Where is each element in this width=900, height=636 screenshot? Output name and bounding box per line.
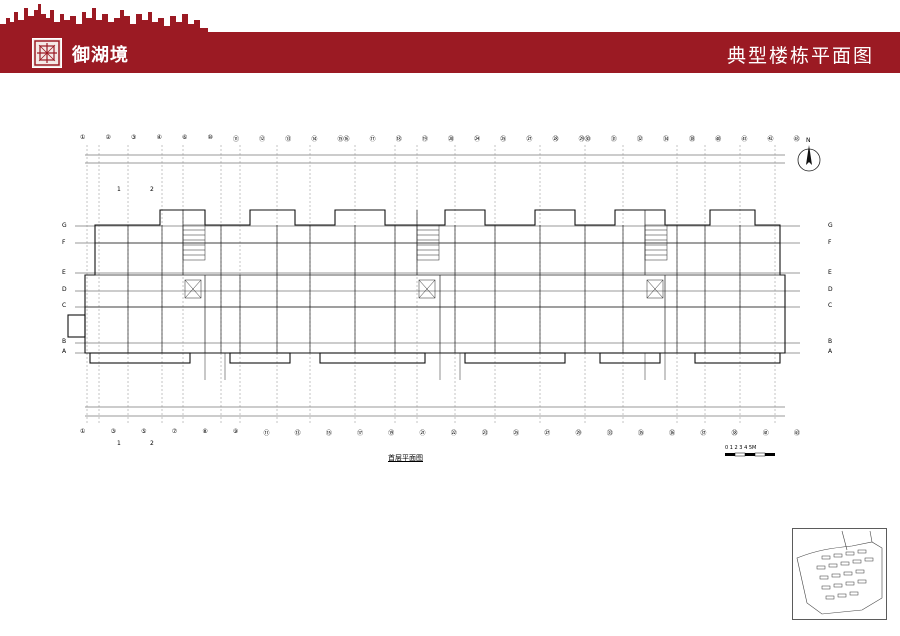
row-label: B xyxy=(828,338,833,345)
row-label: B xyxy=(62,338,67,345)
axis-label: ㉗ xyxy=(544,430,551,437)
axis-label: ① xyxy=(80,428,86,435)
axis-label: ⑨ xyxy=(232,428,239,435)
axis-label: ㉘ xyxy=(552,136,559,143)
axis-label: ④ xyxy=(156,134,162,141)
axis-label: ⑫ xyxy=(259,136,266,143)
site-keymap-icon xyxy=(792,528,887,620)
row-label: D xyxy=(828,286,833,293)
row-label: G xyxy=(62,222,67,229)
axis-label: ⑪ xyxy=(263,430,270,437)
axis-label: ㊷ xyxy=(767,136,774,143)
header-banner xyxy=(0,33,900,73)
axis-label: ㉕ xyxy=(500,136,507,143)
axis-label: ⑤ xyxy=(141,428,147,435)
page-title: 典型楼栋平面图 xyxy=(726,45,874,67)
axis-label: ⑬ xyxy=(294,430,301,437)
axis-label: ㊱ xyxy=(669,430,676,437)
axis-label: ㉒ xyxy=(450,430,457,437)
section-mark-top-1: 1 xyxy=(117,186,121,193)
brand-name: 御湖境 xyxy=(72,45,129,66)
row-label: C xyxy=(62,302,67,309)
axis-label: ㊶ xyxy=(762,430,769,437)
top-axis-labels: ① ② ③ ④ ⑥ ⑩ ⑪ ⑫ ⑬ ⑭ ⑮⑯ ⑰ ⑱ ⑲ ⑳ ㉔ ㉕ ㉗ ㉘ ㉙… xyxy=(80,134,800,146)
axis-label: ⑱ xyxy=(395,136,402,143)
axis-label: ㉕ xyxy=(513,430,520,437)
axis-label: ③ xyxy=(131,134,137,141)
axis-label: ⑮⑯ xyxy=(337,136,350,143)
axis-label: ⑰ xyxy=(357,430,364,437)
brand-logo-icon xyxy=(32,38,62,68)
row-label: F xyxy=(828,239,832,246)
row-label: A xyxy=(828,348,833,355)
axis-label: ⑭ xyxy=(311,136,318,143)
axis-label: ㊲ xyxy=(700,430,707,437)
axis-label: ㉗ xyxy=(526,136,533,143)
axis-label: ⑳ xyxy=(448,136,455,143)
axis-label: ㊸ xyxy=(793,136,800,143)
axis-label: ㊶ xyxy=(741,136,748,143)
axis-label: ㉙ xyxy=(575,430,582,437)
axis-label: ㊳ xyxy=(731,430,738,437)
row-label: A xyxy=(62,348,67,355)
right-row-labels: G F E D C B A xyxy=(828,222,838,362)
axis-label: ⑬ xyxy=(285,136,292,143)
axis-label: ㉝ xyxy=(606,430,613,437)
section-mark-bottom-2: 2 xyxy=(150,440,154,447)
axis-label: ⑰ xyxy=(369,136,376,143)
row-label: E xyxy=(62,269,66,276)
axis-label: ② xyxy=(105,134,111,141)
axis-label: ㉞ xyxy=(663,136,670,143)
axis-label: ㉟ xyxy=(637,430,644,437)
axis-label: ㊳ xyxy=(689,136,696,143)
axis-label: ① xyxy=(80,134,86,141)
section-mark-top-2: 2 xyxy=(150,186,154,193)
plan-caption: 首层平面图 xyxy=(388,454,423,462)
axis-label: ㉛ xyxy=(610,136,617,143)
row-label: D xyxy=(62,286,67,293)
row-label: F xyxy=(62,239,66,246)
scale-label: 0 1 2 3 4 5M xyxy=(725,445,757,451)
axis-label: ㉑ xyxy=(419,430,426,437)
axis-label: ③ xyxy=(110,428,116,435)
axis-label: ⑧ xyxy=(202,428,208,435)
axis-label: ⑲ xyxy=(421,136,428,143)
bottom-axis-labels: ① ③ ⑤ ⑦ ⑧ ⑨ ⑪ ⑬ ⑮ ⑰ ⑲ ㉑ ㉒ ㉓ ㉕ ㉗ ㉙ ㉝ ㉟ ㊱ … xyxy=(80,428,800,440)
row-label: G xyxy=(828,222,833,229)
skyline-silhouette xyxy=(0,4,900,36)
row-label: C xyxy=(828,302,833,309)
axis-label: ⑦ xyxy=(171,428,178,435)
axis-label: ㊸ xyxy=(793,430,800,437)
axis-label: ⑲ xyxy=(388,430,395,437)
axis-label: ㉓ xyxy=(481,430,488,437)
svg-text:N: N xyxy=(806,137,811,144)
axis-label: ⑩ xyxy=(207,134,213,141)
axis-label: ⑮ xyxy=(325,430,332,437)
left-row-labels: G F E D C B A xyxy=(62,222,72,362)
axis-label: ㉔ xyxy=(474,136,481,143)
scale-bar-icon xyxy=(725,452,775,457)
axis-label: ⑪ xyxy=(233,136,240,143)
north-arrow-icon: N xyxy=(797,137,821,172)
floor-plan-drawing xyxy=(67,145,800,425)
axis-label: ⑥ xyxy=(182,134,188,141)
axis-label: ㉜ xyxy=(636,136,643,143)
axis-label: ㊵ xyxy=(715,136,722,143)
section-mark-bottom-1: 1 xyxy=(117,440,121,447)
row-label: E xyxy=(828,269,832,276)
axis-label: ㉙㉚ xyxy=(578,136,591,143)
